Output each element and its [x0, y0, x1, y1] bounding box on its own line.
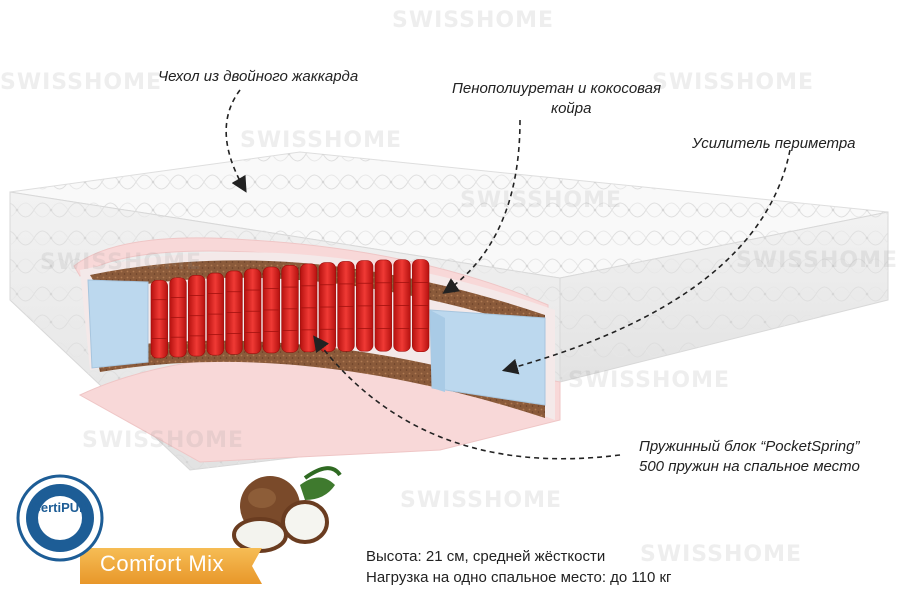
callout-spring-line1: Пружинный блок “PocketSpring” [639, 438, 860, 455]
callout-spring-line2: 500 пружин на спальное место [639, 458, 860, 475]
perimeter-arrow [501, 149, 791, 375]
watermark: SWISSHOME [392, 8, 555, 33]
certipur-label: CertiPUR [31, 500, 89, 515]
perimeter-foam-left [87, 279, 149, 369]
callout-foam-line2: койра [551, 100, 592, 117]
spec-height: Высота: 21 см, средней жёсткости [366, 548, 606, 565]
watermark: SWISSHOME [0, 70, 163, 95]
perimeter-foam-right [429, 309, 546, 406]
watermark: SWISSHOME [40, 250, 203, 275]
watermark: SWISSHOME [460, 188, 623, 213]
callout-cover: Чехол из двойного жаккарда [158, 68, 359, 85]
spring-arrow [313, 335, 621, 460]
spec-load: Нагрузка на одно спальное место: до 110 … [366, 569, 672, 586]
foam-arrow [442, 119, 521, 294]
certipur-badge [16, 474, 104, 562]
watermark: SWISSHOME [652, 70, 815, 95]
cutaway-section [73, 237, 555, 420]
product-name: Comfort Mix [100, 551, 225, 576]
callout-foam-line1: Пенополиуретан и кокосовая [452, 80, 662, 97]
specs-block: Высота: 21 см, средней жёсткости Нагрузк… [366, 546, 672, 588]
watermark: SWISSHOME [640, 542, 803, 567]
watermark: SWISSHOME [736, 248, 899, 273]
callout-perimeter: Усилитель периметра [692, 135, 856, 152]
watermark: SWISSHOME [240, 128, 403, 153]
watermark: SWISSHOME [82, 428, 245, 453]
product-ribbon [80, 548, 262, 584]
coir-layer-bottom [95, 340, 545, 418]
coconut-image [232, 466, 342, 553]
cover-arrow [225, 89, 247, 193]
pocket-springs [150, 259, 430, 359]
watermark: SWISSHOME [400, 488, 563, 513]
watermark: SWISSHOME [568, 368, 731, 393]
